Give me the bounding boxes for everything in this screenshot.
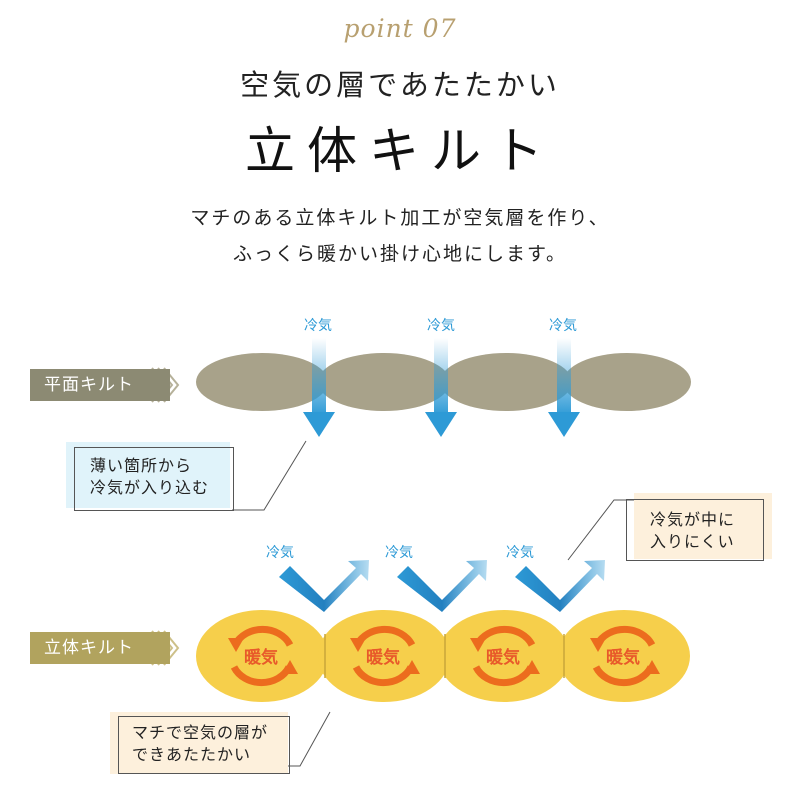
- flat-callout-line-2: 冷気が入り込む: [90, 478, 210, 497]
- cold-label: 冷気: [266, 545, 294, 561]
- arrow-bounce-icon: [397, 560, 487, 612]
- page-subtitle: 空気の層であたたかい: [240, 68, 560, 102]
- cold-label: 冷気: [549, 318, 577, 334]
- flat-pad-3: [440, 353, 572, 411]
- flat-quilt-tag: 平面キルト: [30, 369, 170, 401]
- warm-pad-4: [558, 610, 690, 702]
- flat-callout-line-1: 薄い箇所から: [90, 456, 193, 475]
- warm-callout-top-line-1: 冷気が中に: [650, 510, 736, 529]
- flat-pad-1: [196, 353, 328, 411]
- three-d-quilt-tag: 立体キルト: [30, 632, 170, 664]
- description-line-2: ふっくら暖かい掛け心地にします。: [232, 243, 568, 265]
- three-d-quilt-pads: [196, 610, 690, 702]
- description-line-1: マチのある立体キルト加工が空気層を作り、: [190, 207, 610, 229]
- flat-quilt-pads: [196, 353, 691, 411]
- flat-callout-leader: [232, 440, 307, 511]
- warm-callout-bottom-line-2: できあたたかい: [132, 745, 252, 764]
- arrow-bounce-icon: [515, 560, 605, 612]
- cold-label: 冷気: [427, 318, 455, 334]
- warm-callout-bottom-leader: [286, 711, 331, 767]
- warm-callout-bottom-line-1: マチで空気の層が: [132, 723, 269, 742]
- warm-circular-arrows: [228, 625, 660, 687]
- warm-label: 暖気: [366, 647, 400, 668]
- arrow-down-icon: [425, 338, 457, 437]
- three-d-cold-arrows: [279, 560, 605, 612]
- cold-label: 冷気: [385, 545, 413, 561]
- warm-callout-top-leader: [567, 499, 636, 561]
- flat-pad-2: [318, 353, 450, 411]
- warm-label: 暖気: [606, 647, 640, 668]
- circular-warm-arrow-icon: [470, 625, 540, 687]
- warm-pad-3: [438, 610, 570, 702]
- flat-cold-arrows: [303, 338, 580, 437]
- flat-pad-4: [563, 353, 691, 411]
- circular-warm-arrow-icon: [350, 625, 420, 687]
- cold-label: 冷気: [304, 318, 332, 334]
- warm-label: 暖気: [244, 647, 278, 668]
- point-number: point 07: [343, 14, 457, 43]
- description: マチのある立体キルト加工が空気層を作り、 ふっくら暖かい掛け心地にします。: [0, 200, 800, 272]
- arrow-down-icon: [303, 338, 335, 437]
- page-title: 立体キルト: [245, 122, 555, 180]
- warm-pad-1: [196, 610, 328, 702]
- arrow-bounce-icon: [279, 560, 369, 612]
- warm-callout-top-line-2: 入りにくい: [650, 532, 735, 551]
- warm-callout-top: 冷気が中に 入りにくい: [626, 493, 774, 565]
- warm-pad-2: [318, 610, 450, 702]
- circular-warm-arrow-icon: [228, 625, 298, 687]
- warm-label: 暖気: [486, 647, 520, 668]
- circular-warm-arrow-icon: [590, 625, 660, 687]
- arrow-down-icon: [548, 338, 580, 437]
- flat-callout: 薄い箇所から 冷気が入り込む: [66, 442, 236, 514]
- cold-label: 冷気: [506, 545, 534, 561]
- warm-callout-bottom: マチで空気の層が できあたたかい: [110, 712, 294, 776]
